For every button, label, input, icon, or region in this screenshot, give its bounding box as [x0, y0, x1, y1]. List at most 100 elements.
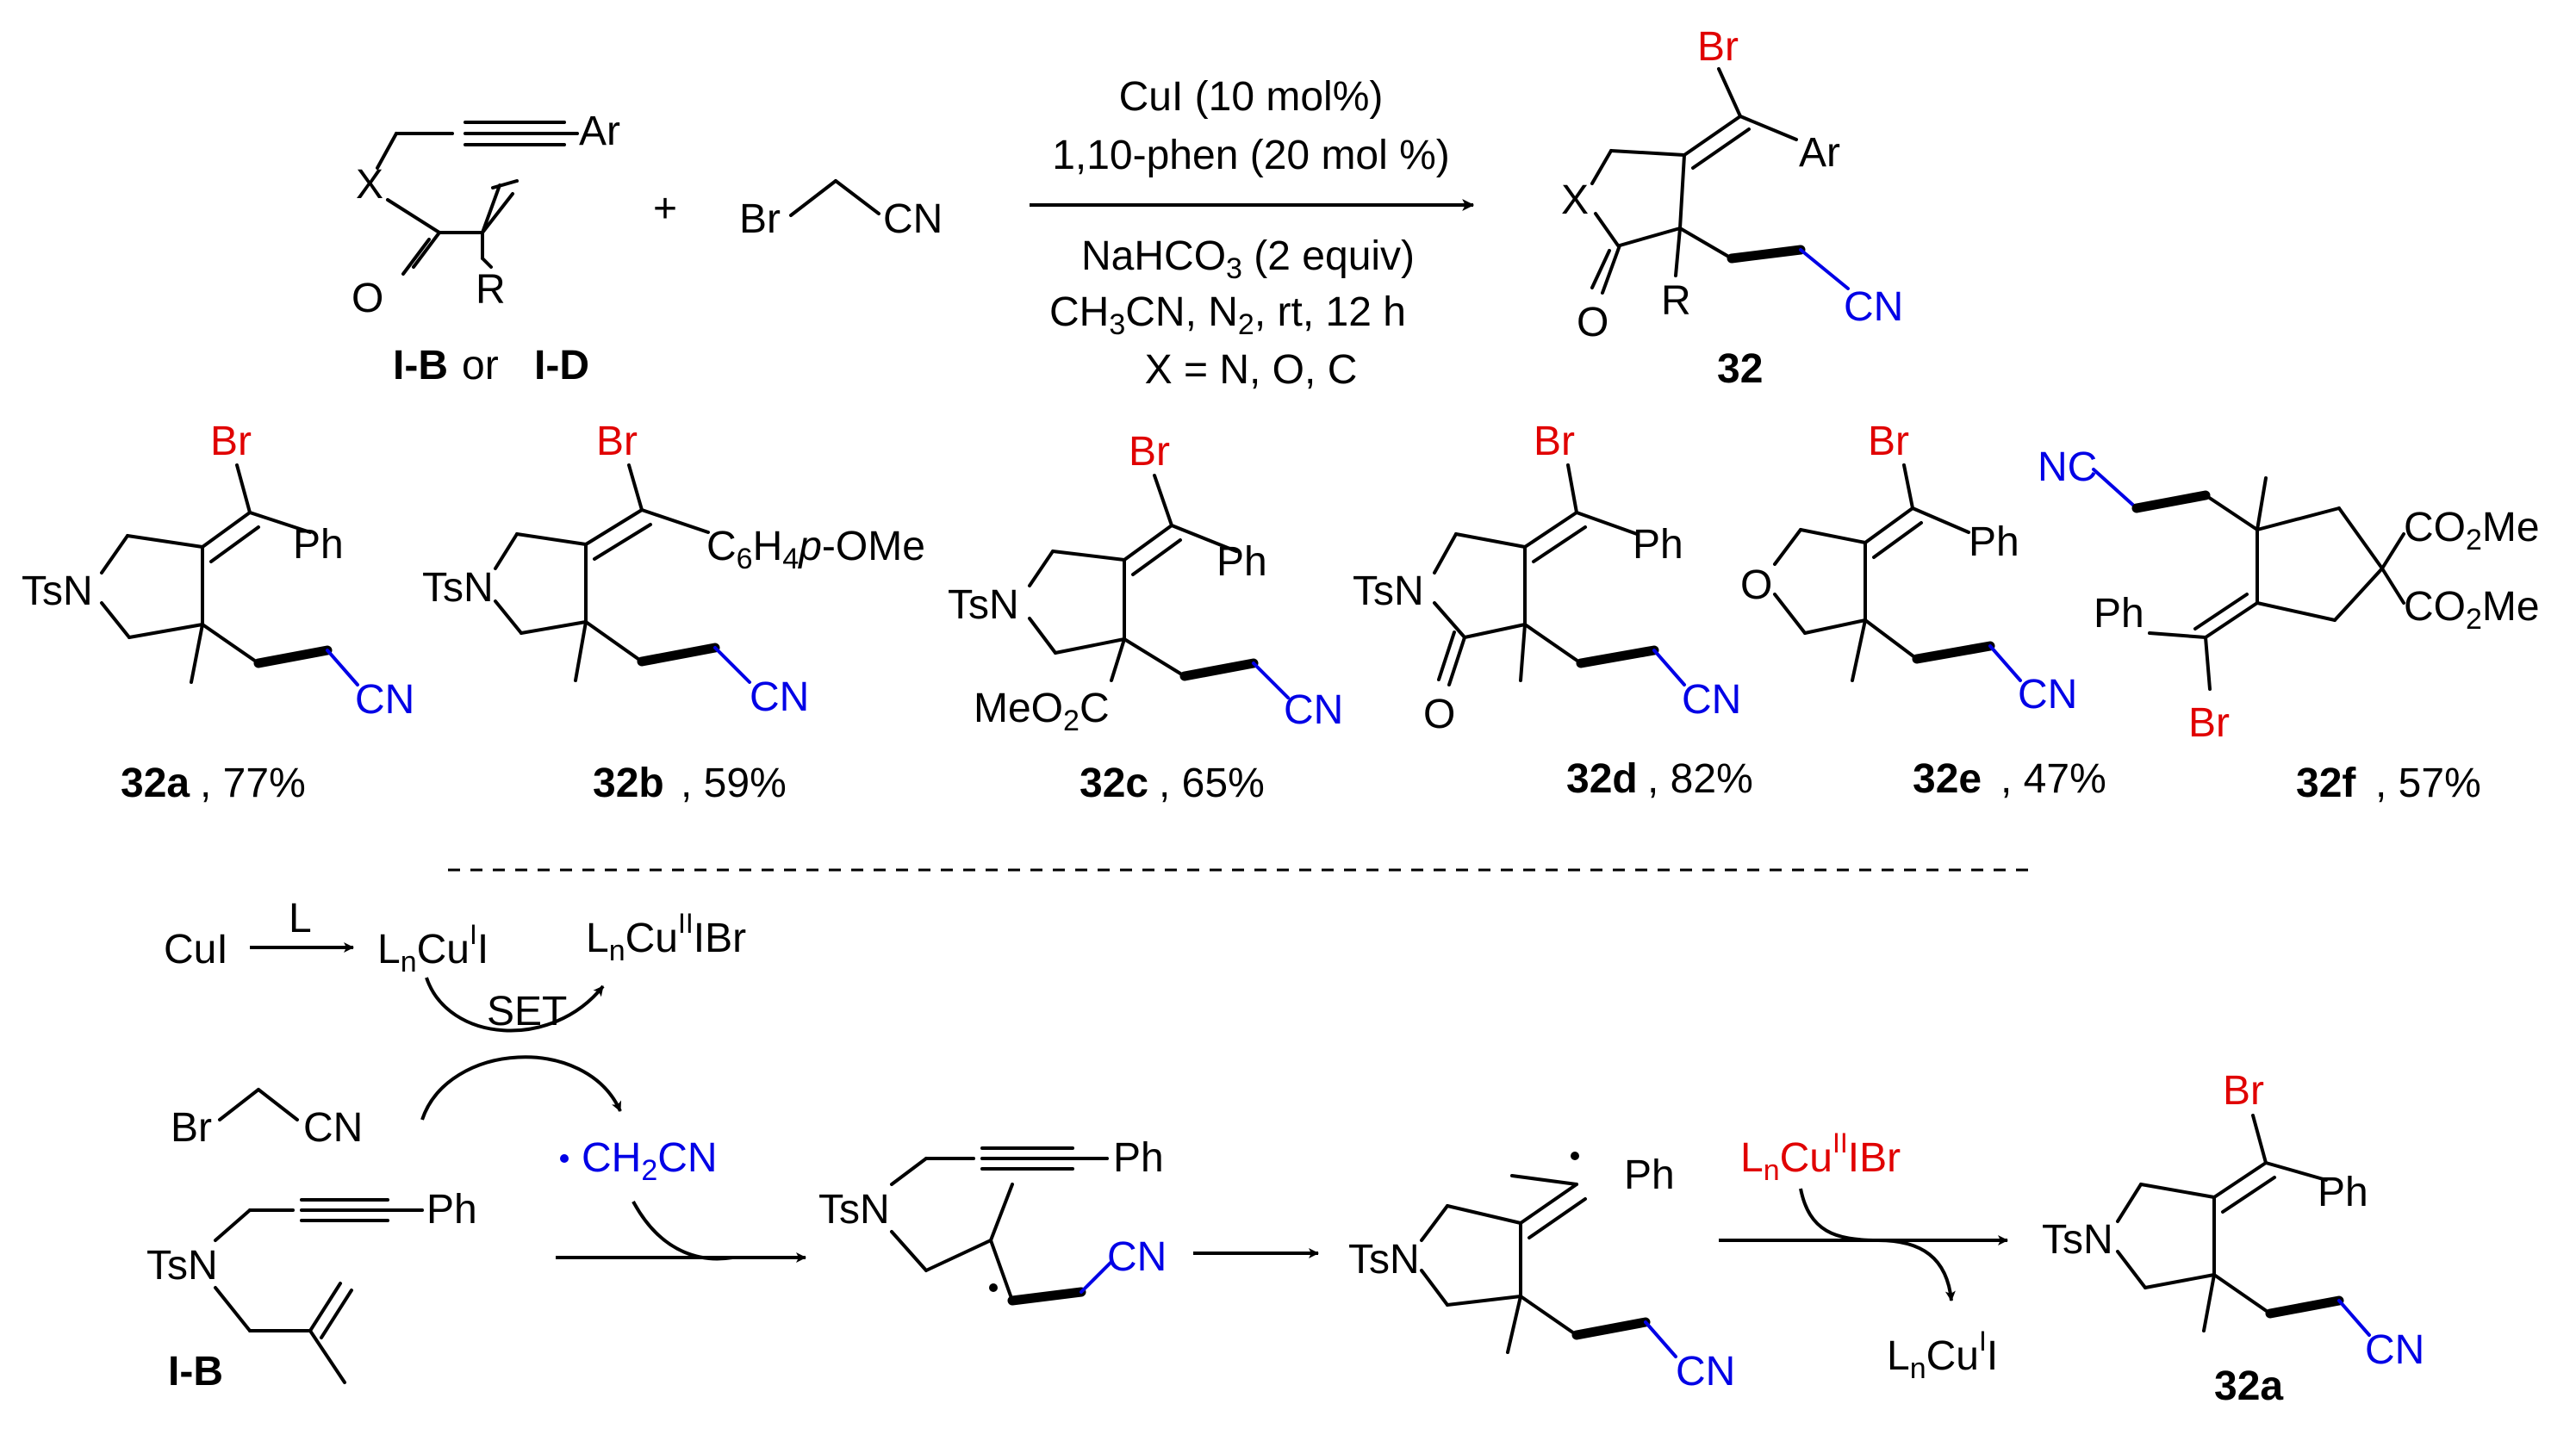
mech-product-ph: Ph [2318, 1170, 2368, 1215]
mech-substrate-structure [214, 1198, 424, 1384]
bromoacetonitrile-cn: CN [883, 196, 943, 242]
mech-lncu-ii: LnCuIIIBr [586, 908, 746, 967]
mech-ligand: L [289, 896, 312, 941]
example-32d-tsn: TsN [1353, 568, 1424, 614]
mech-substrate-tsn: TsN [146, 1243, 218, 1289]
mech-intermediate2-cn: CN [1676, 1349, 1735, 1394]
bromoacetonitrile-br: Br [739, 196, 781, 242]
example-32a: Br Ph TsN CN [22, 419, 414, 723]
reactant-label-ib: I-B [393, 343, 448, 388]
aryl-label: Ar [579, 109, 620, 154]
product-br: Br [1697, 24, 1739, 70]
mech-intermediate1-tsn: TsN [818, 1187, 890, 1233]
mech-oxidant-curve [1799, 1188, 1879, 1242]
bromoacetonitrile-bonds [789, 179, 880, 217]
r-label: R [476, 267, 506, 313]
mech-product-structure [2116, 1114, 2371, 1337]
example-32c-label: 32c [1080, 761, 1148, 806]
mech-release-curve [1877, 1239, 1956, 1301]
example-32b-cn: CN [750, 674, 809, 720]
example-32a-label: 32a [121, 761, 190, 806]
mech-substrate-ph: Ph [426, 1187, 477, 1233]
mech-set-arc-lower [420, 1055, 622, 1121]
example-32a-tsn: TsN [22, 568, 93, 614]
reactant-label-or: or [462, 343, 499, 388]
example-32a-yield: , 77% [200, 761, 306, 806]
example-32f-ph: Ph [2094, 591, 2144, 637]
mech-radical: CH2CN [582, 1135, 718, 1187]
example-32c-cn: CN [1284, 687, 1343, 733]
example-32e-ph: Ph [1969, 519, 2019, 565]
mech-intermediate1-cn: CN [1107, 1234, 1167, 1280]
starting-material-structure [376, 121, 579, 276]
reactant-label-id: I-D [534, 343, 589, 388]
example-32e: Br Ph O CN [1740, 419, 2077, 717]
mech-lncu-i: LnCuII [377, 919, 488, 978]
mech-product-label: 32a [2214, 1363, 2283, 1409]
mech-released-cu: LnCuII [1887, 1326, 1998, 1385]
product-cn: CN [1844, 284, 1903, 330]
mech-bromo-bond2 [257, 1088, 299, 1121]
condition-base: NaHCO3 (2 equiv) [1081, 233, 1415, 285]
mech-substrate-label: I-B [168, 1349, 223, 1394]
example-32b-label: 32b [593, 761, 664, 806]
mech-intermediate1-structure [890, 1146, 1113, 1306]
product-x: X [1561, 177, 1589, 223]
example-32e-o: O [1740, 562, 1772, 608]
mech-cui: CuI [164, 927, 228, 972]
mech-bromo-cn: CN [303, 1105, 363, 1151]
example-32c-ester: MeO2C [974, 686, 1110, 737]
mech-bromo-bond1 [218, 1088, 260, 1121]
product-r: R [1661, 278, 1691, 324]
mech-radical-add-curve [632, 1201, 733, 1261]
example-32a-br: Br [210, 419, 252, 464]
example-32f-br: Br [2188, 700, 2230, 746]
example-32b-br: Br [596, 419, 638, 464]
mech-product-br: Br [2223, 1068, 2264, 1114]
product-ar: Ar [1799, 130, 1840, 176]
example-32d-ph: Ph [1633, 522, 1683, 568]
example-32b-yield: , 59% [681, 761, 787, 806]
condition-solvent: CH3CN, N2, rt, 12 h [1049, 289, 1406, 341]
mech-set-arc-upper [425, 977, 605, 1033]
example-32d-yield: , 82% [1647, 756, 1753, 802]
example-32b-aryl: C6H4p-OMe [706, 524, 925, 575]
example-32d-o: O [1423, 692, 1455, 737]
example-32a-cn: CN [355, 677, 414, 723]
condition-x-scope: X = N, O, C [1145, 347, 1358, 393]
example-32b: Br C6H4p-OMe TsN CN [422, 419, 925, 720]
mech-intermediate1-radical [989, 1283, 998, 1292]
plus-sign: + [653, 186, 677, 232]
condition-catalyst: CuI (10 mol%) [1119, 74, 1384, 120]
x-label: X [356, 162, 383, 208]
example-32d-br: Br [1534, 419, 1575, 464]
product-o: O [1577, 300, 1608, 345]
example-32e-yield: , 47% [2000, 756, 2106, 802]
condition-ligand: 1,10-phen (20 mol %) [1052, 133, 1450, 178]
example-32d: Br Ph TsN O CN [1353, 419, 1741, 737]
product-32-structure [1590, 67, 1850, 295]
example-32c-yield: , 65% [1159, 761, 1265, 806]
example-32a-ph: Ph [293, 522, 344, 568]
mech-oxidant: LnCuIIIBr [1740, 1127, 1901, 1187]
mech-product-cn: CN [2365, 1327, 2424, 1373]
example-32f-ester1: CO2Me [2404, 505, 2540, 556]
mech-intermediate2-ph: Ph [1624, 1152, 1675, 1198]
example-32c: Br Ph TsN MeO2C CN [948, 429, 1343, 737]
example-32d-label: 32d [1566, 756, 1638, 802]
mech-radical-dot [560, 1154, 569, 1163]
example-32f-nc: NC [2038, 444, 2097, 490]
example-32c-ph: Ph [1216, 539, 1267, 585]
example-32f-ester2: CO2Me [2404, 584, 2540, 636]
example-32f: NC CO2Me CO2Me Ph Br [2038, 444, 2540, 746]
example-32e-label: 32e [1913, 756, 1982, 802]
example-32f-yield: , 57% [2375, 761, 2481, 806]
example-32e-br: Br [1868, 419, 1909, 464]
mech-intermediate2-radical [1571, 1152, 1579, 1160]
example-32c-tsn: TsN [948, 582, 1019, 628]
mech-intermediate2-structure [1420, 1174, 1677, 1358]
product-label-32: 32 [1717, 346, 1763, 392]
example-32d-cn: CN [1682, 677, 1741, 723]
example-32c-br: Br [1129, 429, 1170, 475]
